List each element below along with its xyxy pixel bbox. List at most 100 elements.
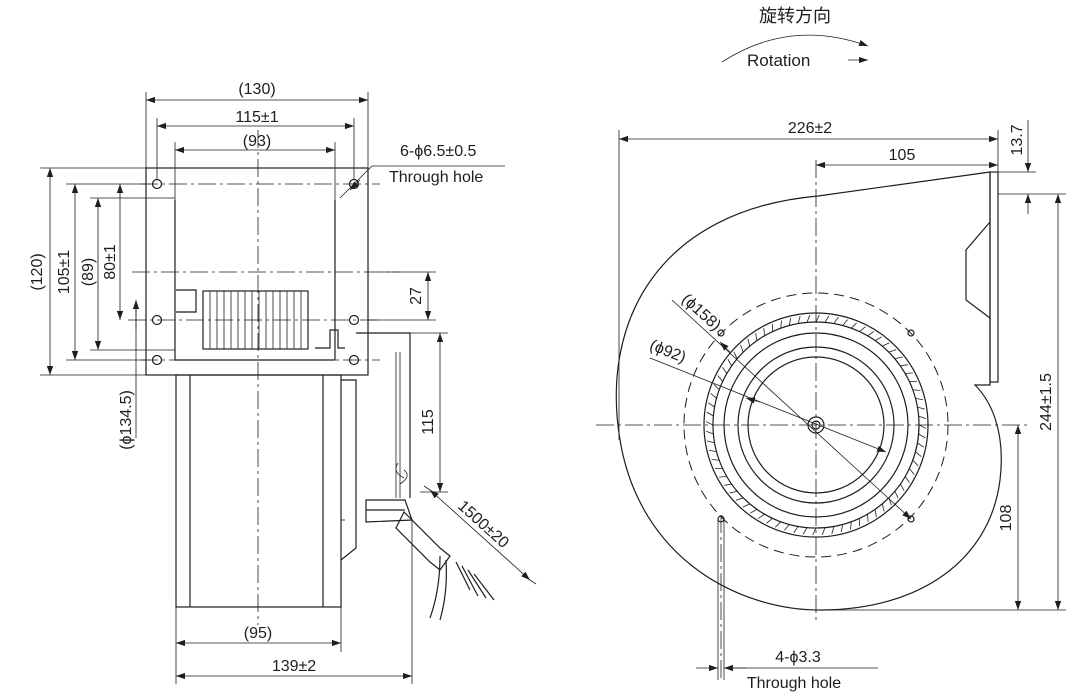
blade-tick	[729, 490, 738, 494]
blade-tick	[918, 424, 927, 429]
blade-tick	[912, 459, 919, 466]
front-hole-callout: 4-ϕ3.3	[775, 649, 821, 666]
blade-tick	[900, 483, 905, 491]
blade-tick	[713, 384, 720, 391]
dim-width-holes: 115±1	[235, 109, 278, 126]
blade-tick	[784, 524, 790, 531]
blade-tick	[780, 320, 782, 329]
blade-tick	[788, 317, 792, 326]
leader-phi158	[671, 299, 912, 520]
blade-tick	[763, 328, 765, 336]
dim-105: 105	[889, 147, 916, 164]
blade-tick	[867, 331, 875, 337]
blade-tick	[833, 317, 839, 324]
blade-tick	[915, 451, 922, 457]
dim-width-inner: (93)	[243, 133, 271, 150]
blade-tick	[757, 513, 765, 519]
hole	[907, 515, 915, 523]
blade-tick	[909, 468, 915, 475]
housing-outline	[174, 200, 336, 361]
hole	[348, 314, 360, 326]
blade-tick	[733, 351, 738, 359]
blade-tick	[917, 442, 924, 448]
dim-height-mid: 80±1	[102, 244, 119, 280]
dim-width-outer: (130)	[238, 81, 275, 98]
blade-tick	[717, 375, 723, 382]
rotation-title-cn: 旋转方向	[759, 6, 831, 27]
blade-tick	[840, 524, 844, 533]
blade-tick	[859, 326, 866, 332]
blade-tick	[894, 491, 899, 499]
blade-tick	[812, 527, 817, 536]
side-hole-callout: 6-ϕ6.5±0.5	[400, 143, 477, 160]
hole	[907, 329, 915, 337]
blade-tick	[755, 332, 758, 341]
dim-front-width: 226±2	[788, 120, 832, 137]
blade-tick	[706, 430, 714, 435]
blade-tick	[710, 393, 717, 399]
blade-tick	[711, 459, 720, 461]
blade-tick	[747, 338, 751, 347]
blade-tick	[821, 527, 826, 535]
blade-tick	[850, 521, 852, 530]
blade-tick	[915, 397, 924, 401]
blade-tick	[727, 359, 732, 367]
dim-line-cable	[429, 489, 531, 581]
blade-tick	[815, 314, 820, 323]
blade-tick	[850, 322, 857, 329]
blade-tick	[802, 527, 808, 535]
blade-tick	[775, 521, 782, 528]
dim-cable: 1500±20	[454, 498, 512, 552]
blade-tick	[705, 421, 714, 426]
rotation-indicator: 旋转方向 Rotation	[721, 6, 869, 70]
cable-strands	[455, 561, 495, 601]
blade-tick	[824, 315, 830, 323]
blade-tick	[831, 526, 835, 534]
dim-front-height: 244±1.5	[1038, 373, 1055, 431]
blade-tick	[735, 497, 744, 501]
dim-27: 27	[408, 287, 425, 305]
blade-tick	[722, 366, 728, 374]
rotation-arrow	[721, 34, 869, 63]
blade-tick	[905, 372, 913, 374]
outlet-mount	[965, 221, 991, 319]
blade-tick	[750, 509, 758, 514]
blade-tick	[793, 526, 799, 533]
blade-tick	[882, 342, 890, 347]
leader-phi92	[649, 357, 887, 453]
blade-tick	[766, 518, 773, 524]
blade-tick	[918, 433, 926, 439]
dim-13-7: 13.7	[1009, 124, 1026, 155]
blade-tick	[706, 411, 714, 417]
blade-tick	[912, 389, 921, 391]
dim-bottom-inner: (95)	[244, 625, 272, 642]
dim-phi92: (ϕ92)	[647, 337, 688, 367]
blade-tick	[842, 319, 848, 326]
scroll-housing	[615, 171, 1002, 611]
blade-tick	[888, 349, 897, 353]
rotation-title-en: Rotation	[747, 51, 810, 70]
blade-tick	[918, 415, 926, 420]
outlet-flange	[989, 171, 999, 383]
blade-tick	[740, 344, 744, 353]
dim-height-inner: (89)	[80, 258, 97, 286]
dim-height-outer: (120)	[29, 253, 46, 290]
blade-tick	[881, 503, 885, 512]
side-hole-callout-sub: Through hole	[389, 169, 483, 186]
blade-tick	[917, 406, 925, 410]
dim-height-holes: 105±1	[56, 250, 73, 294]
dim-bottom-outer: 139±2	[272, 658, 316, 675]
blade-tick	[723, 483, 732, 486]
blade-tick	[797, 316, 801, 324]
dim-phi158: (ϕ158)	[678, 291, 724, 335]
fan-body	[175, 374, 342, 608]
blade-tick	[708, 449, 717, 453]
blade-tick	[874, 336, 882, 341]
dim-115: 115	[420, 409, 437, 435]
lead-bracket	[356, 332, 411, 498]
blade-tick	[708, 402, 715, 408]
dim-diameter: (ϕ134.5)	[118, 390, 135, 450]
blade-tick	[894, 356, 903, 360]
front-view: (ϕ158) (ϕ92) 226±2 105 13.7 244±1.5 108	[596, 120, 1066, 692]
